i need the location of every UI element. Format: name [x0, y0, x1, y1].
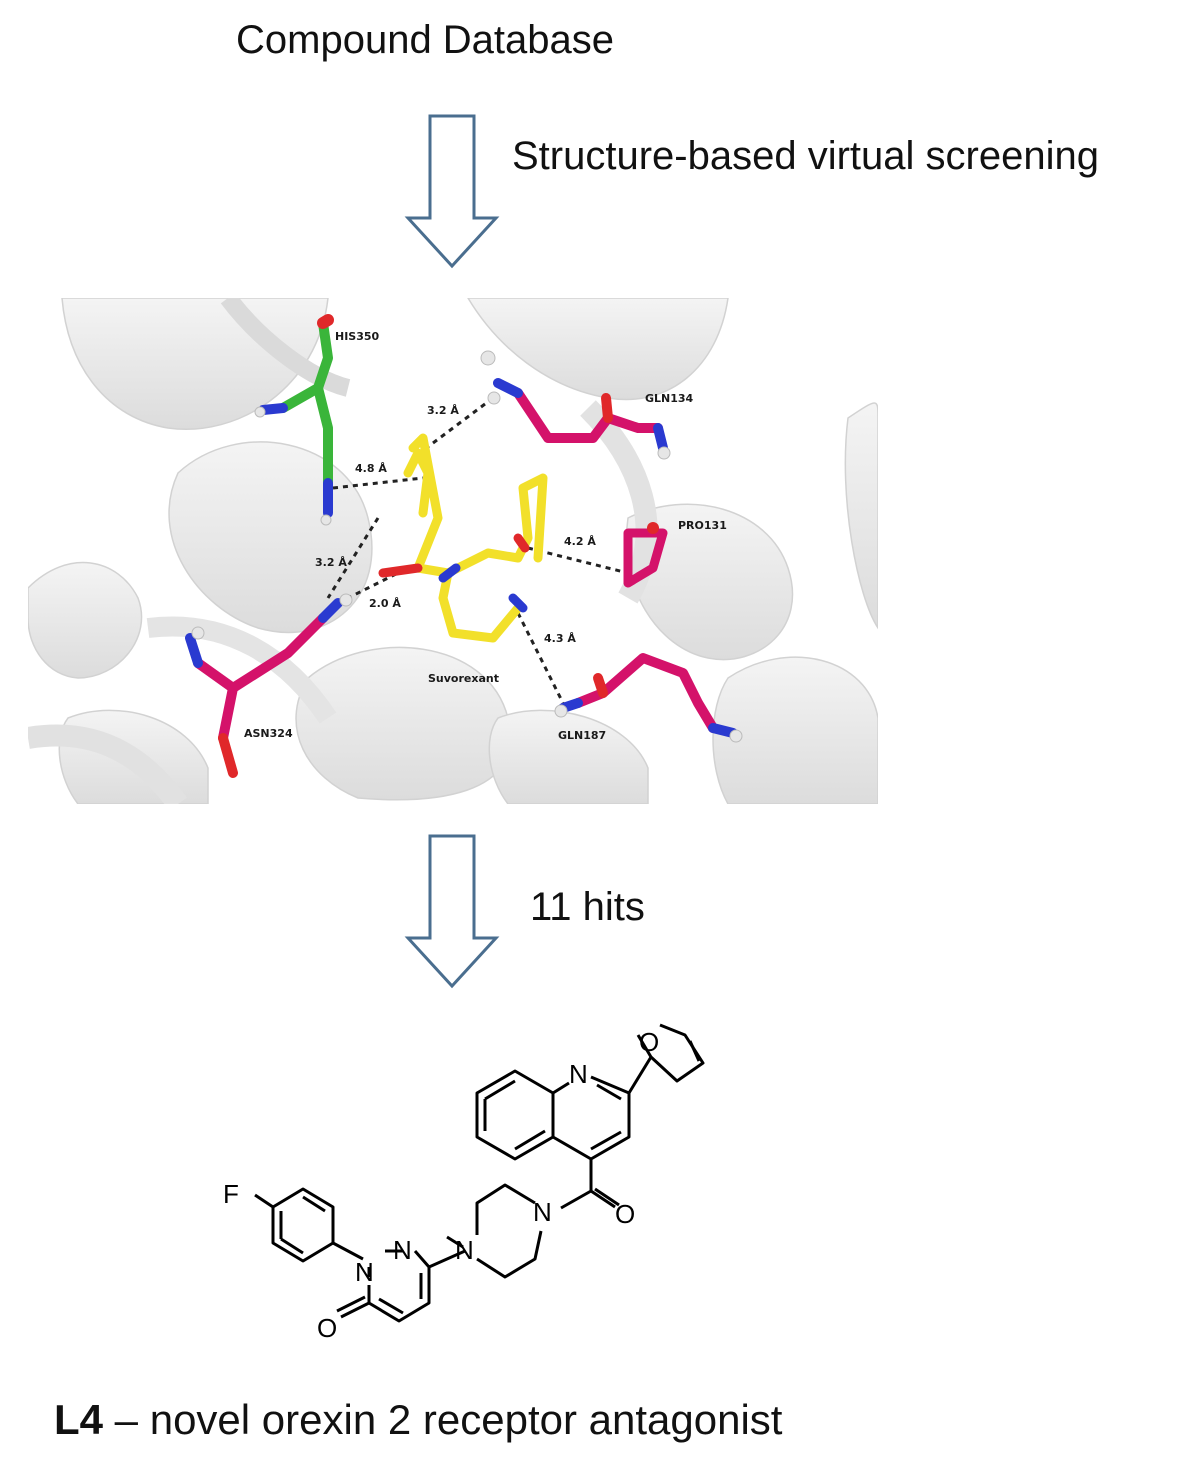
ligand-suvorexant-sticks	[378, 433, 548, 643]
l4-chemical-structure: N O N O N F N N O	[223, 1023, 705, 1343]
label-his350: HIS350	[335, 330, 380, 343]
distance-gln134: 3.2 Å	[427, 404, 459, 417]
distance-gln187: 4.3 Å	[544, 632, 576, 645]
compound-caption: L4 – novel orexin 2 receptor antagonist	[54, 1396, 782, 1444]
atom-o-pyridazinone: O	[317, 1313, 337, 1343]
docking-pose-image: HIS350 GLN134 PRO131 ASN324 GLN187 Suvor…	[28, 298, 878, 804]
atom-n-piperazine-1: N	[533, 1197, 552, 1227]
down-arrow-2	[404, 834, 500, 989]
atom-n-pyridazinone-1: N	[355, 1257, 374, 1287]
diagram-title: Compound Database	[236, 18, 615, 62]
down-arrow-1	[404, 114, 500, 269]
protein-ribbons	[28, 298, 878, 804]
step-label-virtual-screening: Structure-based virtual screening	[512, 134, 1099, 178]
atom-o-carbonyl: O	[615, 1199, 635, 1229]
atom-f: F	[223, 1179, 239, 1209]
distance-asn324-a: 3.2 Å	[315, 556, 347, 569]
label-gln134: GLN134	[645, 392, 694, 405]
label-pro131: PRO131	[678, 519, 727, 532]
residue-gln134-sticks	[480, 350, 671, 460]
distance-his350: 4.8 Å	[355, 462, 387, 475]
label-suvorexant: Suvorexant	[428, 672, 499, 685]
residue-pro131-sticks	[623, 522, 668, 588]
distance-asn324-b: 2.0 Å	[369, 597, 401, 610]
caption-description: – novel orexin 2 receptor antagonist	[103, 1396, 783, 1443]
atom-o-furan: O	[639, 1027, 659, 1057]
residue-asn324-sticks	[185, 593, 353, 778]
atom-n-quinoline: N	[569, 1059, 588, 1089]
distance-pro131: 4.2 Å	[564, 535, 596, 548]
residue-gln187-sticks	[554, 653, 743, 743]
label-gln187: GLN187	[558, 729, 606, 742]
residue-his350-sticks	[254, 314, 334, 526]
atom-n-piperazine-2: N	[455, 1235, 474, 1265]
atom-n-pyridazinone-2: N	[393, 1235, 412, 1265]
label-asn324: ASN324	[244, 727, 293, 740]
step-label-hits: 11 hits	[530, 885, 645, 929]
caption-compound-id: L4	[54, 1396, 104, 1443]
